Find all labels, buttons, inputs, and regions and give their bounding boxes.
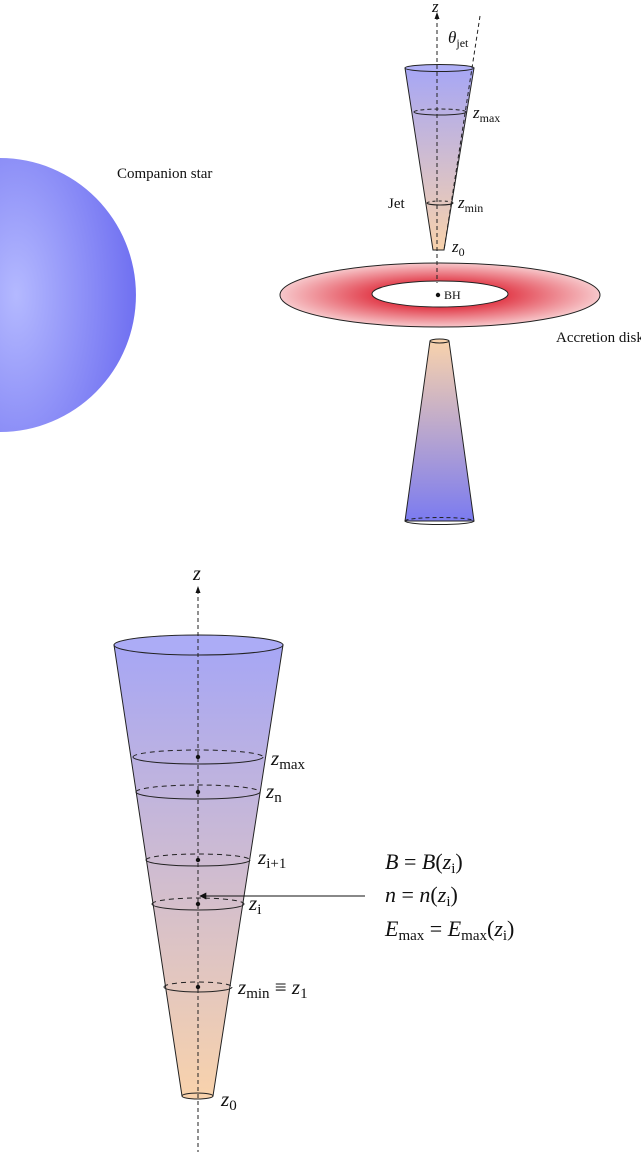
lower-jet-top-rim [429,338,450,344]
lower-jet-bottom-rim-back [404,517,475,522]
companion-star-label: Companion star [117,166,212,182]
lower-jet-cone [404,340,475,522]
upper-jet-zmax-slice-back [413,108,467,113]
upper-jet-cone [404,67,475,251]
point-zi [195,901,201,907]
top-zmax-label: zmax [472,103,500,125]
bottom-zmin-equiv-label: zmin ≡ z1 [237,975,308,1002]
jet-label: Jet [388,196,405,212]
bottom-z-axis-arrowhead [195,586,201,593]
lower-jet-bottom-rim-front [404,520,475,525]
bottom-zn-label: zn [265,779,282,806]
top-z0-label: z0 [451,237,465,259]
bottom-zi-label: zi [248,891,261,918]
top-z-axis-label: z [431,0,439,16]
equation-b: B = B(zi) [385,849,463,877]
upper-jet-zmin-slice-back [426,200,454,204]
point-zmin [195,984,201,990]
slice-zmax [132,749,264,765]
theta-jet-line [443,15,481,251]
bh-label: BH [444,288,461,302]
top-zmin-label: zmin [457,193,483,215]
bottom-zi1-label: zi+1 [257,845,286,872]
upper-jet-zmax-slice-front [413,111,467,116]
accretion-disk-hole [371,280,509,308]
point-zi1 [195,857,201,863]
upper-jet-top-rim [404,64,475,72]
upper-jet-zmin-slice-front [426,202,454,206]
slice-zn [135,784,261,800]
accretion-disk-label: Accretion disk [556,330,641,346]
theta-jet-label: θjet [448,28,469,50]
point-zmax [195,754,201,760]
companion-star [0,158,136,432]
equation-n: n = n(zi) [385,882,458,910]
point-zn [195,789,201,795]
bottom-zmax-label: zmax [270,746,306,773]
black-hole [435,292,441,298]
bottom-z-axis-label: z [192,563,201,585]
big-jet-top-rim [113,634,284,656]
equation-emax: Emax = Emax(zi) [384,916,514,944]
bottom-z0-label: z0 [220,1087,237,1114]
top-z-axis-arrowhead [434,12,440,19]
